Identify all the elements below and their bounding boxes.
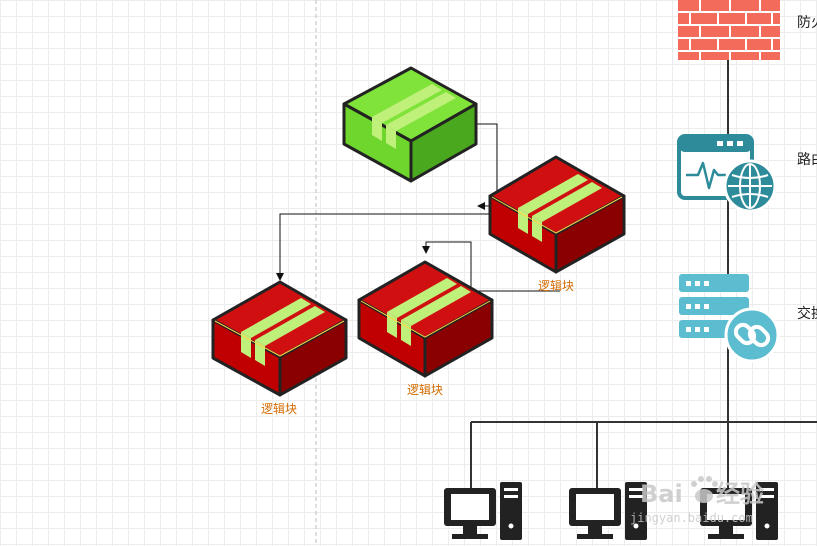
watermark-brand-cn: 经验 bbox=[716, 480, 764, 508]
green-block[interactable] bbox=[342, 66, 478, 183]
baidu-watermark: Bai 经验 jingyan.baidu.com bbox=[630, 476, 764, 525]
firewall-label: 防火 bbox=[797, 15, 817, 31]
network-backbone bbox=[470, 60, 817, 488]
computer-icon[interactable] bbox=[700, 482, 778, 540]
watermark-brand: Bai bbox=[640, 480, 683, 508]
paw-icon bbox=[691, 476, 718, 503]
switch-label: 交换 bbox=[797, 305, 817, 322]
firewall-icon[interactable] bbox=[678, 0, 780, 60]
connector-red-top-to-red-left[interactable] bbox=[276, 213, 490, 281]
router-label: 路由 bbox=[797, 152, 817, 168]
switch-icon[interactable] bbox=[679, 274, 780, 363]
red-block-top-label: 逻辑块 bbox=[538, 279, 574, 293]
red-block-top[interactable] bbox=[488, 155, 626, 274]
connector-green-to-red-top[interactable] bbox=[476, 123, 498, 210]
watermark-url: jingyan.baidu.com bbox=[630, 511, 753, 525]
router-icon[interactable] bbox=[677, 134, 777, 213]
computer-icon[interactable] bbox=[444, 482, 522, 540]
red-block-middle-label: 逻辑块 bbox=[407, 383, 443, 397]
red-block-middle[interactable] bbox=[357, 260, 494, 378]
computer-icon[interactable] bbox=[569, 482, 647, 540]
connector-red-middle-loop[interactable] bbox=[422, 241, 560, 292]
block-connectors bbox=[276, 123, 560, 292]
red-block-left[interactable] bbox=[211, 280, 348, 397]
red-block-left-label: 逻辑块 bbox=[261, 402, 297, 416]
